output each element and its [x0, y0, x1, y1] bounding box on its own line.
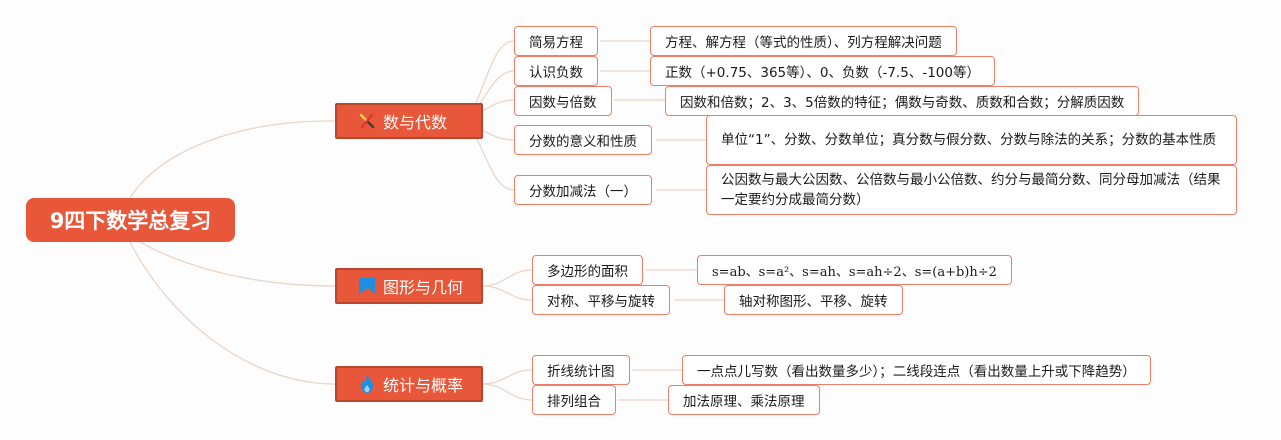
- topic-polygon-area[interactable]: 多边形的面积: [532, 255, 643, 285]
- connector-b2-t1: [481, 269, 533, 287]
- connector-root-branch-1: [129, 120, 336, 199]
- detail-symmetry-translation-rotation[interactable]: 轴对称图形、平移、旋转: [724, 285, 903, 315]
- flame-icon: [361, 375, 373, 393]
- branch-label: 统计与概率: [383, 376, 464, 395]
- topic-line-chart[interactable]: 折线统计图: [532, 355, 630, 385]
- detail-negative-numbers[interactable]: 正数（+0.75、365等）、0、负数（-7.5、-100等）: [650, 56, 995, 86]
- topic-fraction-add-sub[interactable]: 分数加减法（一）: [514, 175, 652, 205]
- connector-root-branch-3: [129, 241, 336, 385]
- detail-fraction-add-sub[interactable]: 公因数与最大公因数、公倍数与最小公倍数、约分与最简分数、同分母加减法（结果一定要…: [706, 165, 1237, 215]
- topic-permutation-combination[interactable]: 排列组合: [532, 385, 616, 415]
- branch-statistics-probability[interactable]: 统计与概率: [335, 366, 483, 402]
- branch-label: 数与代数: [383, 113, 448, 132]
- branch-label: 图形与几何: [383, 278, 464, 297]
- connector-root-branch-2: [139, 241, 336, 287]
- connector-b2-t2: [481, 285, 533, 301]
- topic-simple-equations[interactable]: 简易方程: [514, 26, 598, 56]
- shape-icon: [359, 278, 375, 294]
- area-formulas: s=ab、s=a²、s=ah、s=ah÷2、s=(a+b)h÷2: [712, 264, 997, 280]
- detail-fraction-meaning[interactable]: 单位“1”、分数、分数单位；真分数与假分数、分数与除法的关系；分数的基本性质: [706, 115, 1237, 165]
- detail-line-chart[interactable]: 一点点儿写数（看出数量多少）；二线段连点（看出数量上升或下降趋势）: [682, 355, 1151, 385]
- detail-permutation-combination[interactable]: 加法原理、乘法原理: [668, 385, 820, 415]
- topic-symmetry-translation-rotation[interactable]: 对称、平移与旋转: [532, 285, 670, 315]
- tools-icon: [359, 113, 375, 129]
- detail-simple-equations[interactable]: 方程、解方程（等式的性质）、列方程解决问题: [650, 26, 957, 56]
- topic-factors-multiples[interactable]: 因数与倍数: [514, 86, 612, 116]
- detail-factors-multiples[interactable]: 因数和倍数；2、3、5倍数的特征；偶数与奇数、质数和合数；分解质因数: [665, 86, 1140, 116]
- branch-numbers-algebra[interactable]: 数与代数: [335, 103, 483, 139]
- topic-negative-numbers[interactable]: 认识负数: [514, 56, 598, 86]
- topic-fraction-meaning[interactable]: 分数的意义和性质: [514, 125, 652, 155]
- connector-b3-t1: [481, 369, 533, 385]
- detail-polygon-area[interactable]: s=ab、s=a²、s=ah、s=ah÷2、s=(a+b)h÷2: [697, 255, 1012, 285]
- branch-geometry[interactable]: 图形与几何: [335, 268, 483, 304]
- root-topic[interactable]: 9四下数学总复习: [26, 198, 235, 242]
- connector-b3-t2: [481, 383, 533, 401]
